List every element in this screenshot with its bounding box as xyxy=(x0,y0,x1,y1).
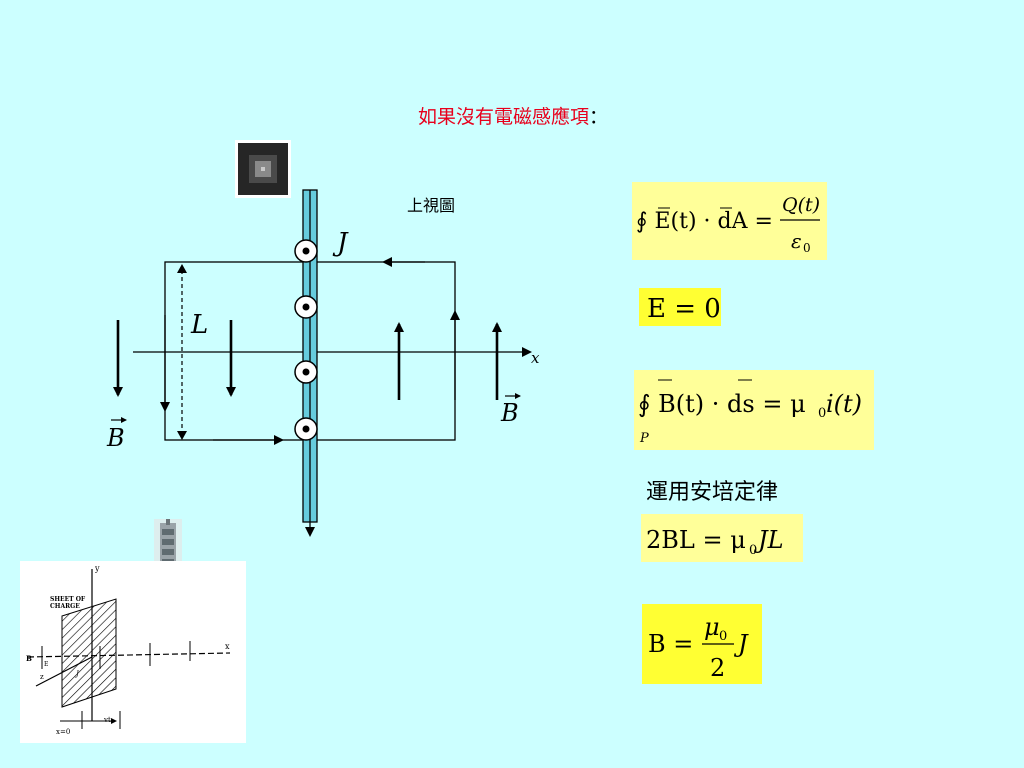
gauss-lhs: ∮ E(t) · dA = xyxy=(636,209,773,234)
label-B-right: B xyxy=(500,393,521,427)
label-L: L xyxy=(190,310,208,340)
inset-label-charge: CHARGE xyxy=(50,603,80,610)
current-out-symbol xyxy=(294,417,318,441)
title-text: 如果沒有電磁感應項 xyxy=(418,106,590,128)
title-colon: ： xyxy=(589,106,609,128)
b-result-lhs: B = xyxy=(648,630,693,658)
inset-label-vt: vt xyxy=(103,716,111,724)
inset-label-b: B xyxy=(26,654,32,663)
svg-text:B: B xyxy=(106,424,125,452)
current-out-symbols xyxy=(294,239,318,441)
b-result-numerator-sub: 0 xyxy=(719,629,727,644)
b-result-denominator: 2 xyxy=(710,654,725,682)
ampere-law-note: 運用安培定律 xyxy=(646,480,779,505)
current-out-symbol xyxy=(294,295,318,319)
top-view-caption: 上視圖 xyxy=(407,196,456,215)
e-zero-text: E = 0 xyxy=(647,294,721,324)
inset-label-j: J xyxy=(74,670,80,678)
x-axis-label: x xyxy=(531,349,540,367)
equation-gauss: ∮ E(t) · dA = Q(t) ε 0 xyxy=(632,182,827,260)
ampere-loop-text: ∮ B(t) · ds = μ xyxy=(638,390,806,418)
equation-ampere-loop: ∮ B(t) · ds = μ 0 i(t) P xyxy=(634,370,874,450)
equation-b-result: B = μ 0 2 J xyxy=(642,604,762,684)
two-bl-tail: JL xyxy=(753,526,784,554)
svg-text:B: B xyxy=(500,399,519,427)
gauss-denominator-sub: 0 xyxy=(803,241,811,255)
label-J: J xyxy=(332,228,349,258)
b-result-tail: J xyxy=(733,630,749,658)
top-view-thumbnail xyxy=(235,140,291,198)
inset-label-x0: x=0 xyxy=(56,728,70,736)
equation-2bl: 2BL = μ 0 JL xyxy=(641,514,803,562)
inset-label-e: E xyxy=(44,661,48,668)
b-field-arrows xyxy=(113,320,502,400)
inset-label-y: y xyxy=(94,564,100,573)
two-bl-sub: 0 xyxy=(749,543,757,558)
current-out-symbol xyxy=(294,360,318,384)
inset-label-x: x xyxy=(225,642,230,651)
inset-label-z: z xyxy=(40,673,44,681)
ampere-loop-sub: 0 xyxy=(818,406,826,421)
gauss-numerator: Q(t) xyxy=(782,194,820,216)
two-bl-lhs: 2BL = μ xyxy=(646,526,746,554)
label-B-left: B xyxy=(106,417,127,452)
ampere-loop-tail: i(t) xyxy=(826,390,862,418)
inset-label-sheet: SHEET OF xyxy=(50,596,86,603)
equation-e-zero: E = 0 xyxy=(639,288,721,326)
inset-figure: SHEET OF CHARGE y x z E B J vt x=0 xyxy=(20,561,246,743)
ampere-loop-contour: P xyxy=(639,431,649,446)
gauss-denominator: ε xyxy=(791,229,802,253)
b-result-numerator: μ xyxy=(704,613,720,641)
slide-title: 如果沒有電磁感應項： xyxy=(418,102,608,129)
current-out-symbol xyxy=(294,239,318,263)
